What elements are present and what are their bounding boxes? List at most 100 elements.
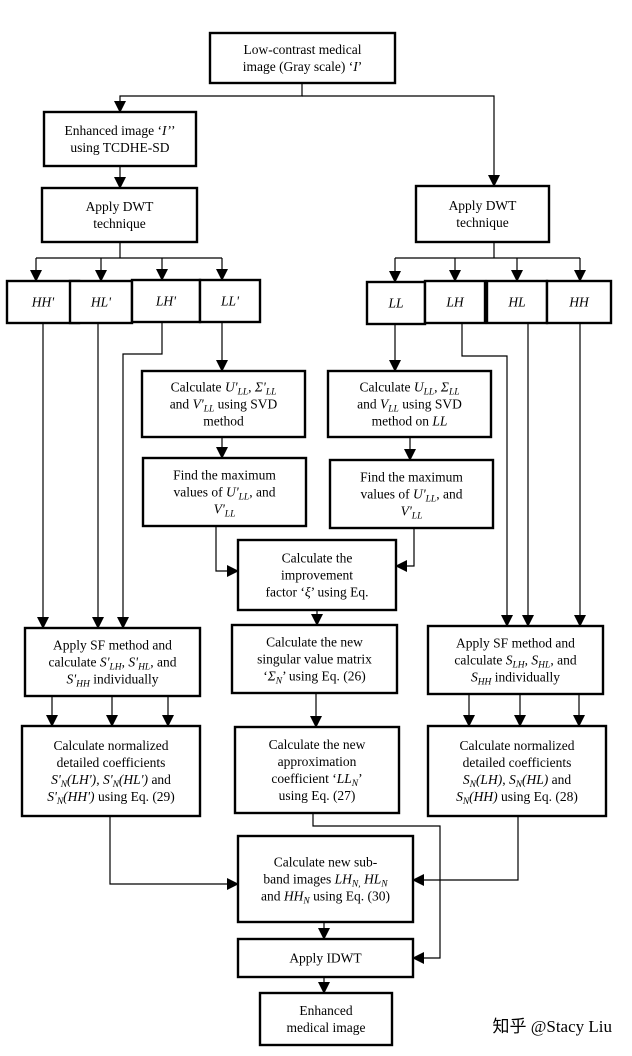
text-segment: S' bbox=[47, 789, 58, 804]
text-segment: S bbox=[471, 669, 478, 684]
text-segment: Apply SF method and bbox=[53, 637, 172, 652]
text-segment: using TCDHE-SD bbox=[70, 140, 169, 155]
node-text-line: ‘ΣN’ using Eq. (26) bbox=[263, 668, 366, 686]
edge-approx-idwt bbox=[312, 813, 441, 964]
node-text-line: SHH individually bbox=[471, 669, 560, 687]
text-segment: S' bbox=[67, 671, 78, 686]
text-segment: V bbox=[380, 396, 390, 411]
node-text-line: medical image bbox=[286, 1020, 365, 1035]
text-segment: HL bbox=[537, 660, 550, 670]
text-segment: LL bbox=[423, 387, 435, 397]
text-segment: (HH) bbox=[469, 789, 498, 804]
node-text-line: technique bbox=[456, 215, 508, 230]
text-segment: ‘ bbox=[263, 668, 268, 683]
node-box bbox=[230, 623, 399, 695]
text-segment: LH bbox=[109, 662, 123, 672]
node-text-line: method bbox=[203, 413, 244, 428]
text-segment: approximation bbox=[278, 754, 357, 769]
node-text-line: singular value matrix bbox=[257, 651, 372, 666]
node-text-line: Apply IDWT bbox=[289, 950, 362, 965]
text-segment: and bbox=[357, 396, 380, 411]
text-segment: Find the maximum bbox=[360, 469, 463, 484]
text-segment: HH bbox=[477, 677, 493, 687]
edge-max-right-improvement bbox=[395, 528, 415, 572]
text-segment: and bbox=[548, 772, 571, 787]
node-box bbox=[20, 724, 202, 818]
node-box bbox=[326, 369, 493, 439]
text-segment: , and bbox=[550, 652, 576, 667]
text-segment: LH bbox=[512, 660, 526, 670]
text-segment: HH bbox=[75, 679, 91, 689]
text-segment: N bbox=[56, 797, 64, 807]
text-segment: ξ bbox=[305, 584, 311, 599]
text-segment: V' bbox=[401, 503, 413, 518]
node-band-hh: HH bbox=[545, 279, 613, 325]
node-text-line: V'LL bbox=[401, 503, 423, 521]
text-segment: (HH') bbox=[63, 789, 95, 804]
node-box bbox=[423, 279, 487, 325]
text-segment: S bbox=[463, 772, 470, 787]
text-segment: detailed coefficients bbox=[463, 755, 572, 770]
text-segment: HL bbox=[137, 662, 150, 672]
text-segment: , and bbox=[249, 484, 275, 499]
text-segment: U' bbox=[226, 484, 240, 499]
node-box bbox=[140, 369, 307, 439]
text-segment: N bbox=[302, 896, 310, 906]
node-box bbox=[236, 937, 415, 979]
edge-max-left-improvement bbox=[215, 526, 239, 577]
node-text-line: Find the maximum bbox=[173, 467, 276, 482]
node-text-line: improvement bbox=[281, 567, 353, 582]
text-segment: HL bbox=[507, 294, 525, 309]
text-segment: (LH) bbox=[476, 772, 503, 787]
node-band-hh-prime: HH' bbox=[5, 279, 81, 325]
text-segment: Apply DWT bbox=[86, 199, 155, 214]
text-segment: values of bbox=[174, 484, 226, 499]
node-text-line: Find the maximum bbox=[360, 469, 463, 484]
node-text-line: calculate S'LH, S'HL, and bbox=[49, 654, 177, 672]
node-text-line: values of U'LL, and bbox=[361, 486, 463, 504]
node-box bbox=[141, 456, 308, 528]
text-segment: detailed coefficients bbox=[57, 755, 166, 770]
text-segment: , bbox=[248, 379, 255, 394]
text-segment: N, bbox=[351, 879, 361, 889]
node-box bbox=[42, 110, 198, 168]
text-segment: ’ bbox=[358, 59, 363, 74]
text-segment: Σ bbox=[440, 379, 449, 394]
text-segment: improvement bbox=[281, 567, 353, 582]
text-segment: using Eq. (29) bbox=[95, 789, 175, 804]
edge-lh-prime-sf bbox=[117, 322, 163, 629]
text-segment: technique bbox=[456, 215, 508, 230]
text-segment: N bbox=[351, 779, 359, 789]
text-segment: LL bbox=[425, 494, 437, 504]
text-segment: factor ‘ bbox=[265, 584, 304, 599]
node-box bbox=[198, 278, 262, 324]
node-text-line: S'HH individually bbox=[67, 671, 159, 689]
node-text-line: LH bbox=[445, 294, 465, 309]
text-segment: Apply IDWT bbox=[289, 950, 362, 965]
node-text-line: values of U'LL, and bbox=[174, 484, 276, 502]
node-idwt: Apply IDWT bbox=[236, 937, 415, 979]
text-segment: Apply DWT bbox=[449, 198, 518, 213]
edge-norm-right-subband bbox=[412, 816, 519, 886]
node-text-line: Calculate normalized bbox=[53, 738, 168, 753]
node-box bbox=[236, 834, 415, 924]
text-segment: band images bbox=[263, 871, 334, 886]
text-segment: N bbox=[515, 780, 523, 790]
text-segment: and bbox=[170, 396, 193, 411]
node-text-line: method on LL bbox=[372, 413, 448, 428]
node-text-line: Calculate ULL, ΣLL bbox=[359, 379, 459, 397]
watermark: 知乎 @Stacy Liu bbox=[492, 1017, 612, 1036]
text-segment: (HL) bbox=[522, 772, 549, 787]
text-segment: ’ bbox=[171, 123, 176, 138]
text-segment: using SVD bbox=[214, 396, 277, 411]
node-text-line: V'LL bbox=[214, 501, 236, 519]
text-segment: S bbox=[506, 652, 513, 667]
node-text-line: Calculate new sub- bbox=[274, 854, 378, 869]
text-segment: LL bbox=[448, 387, 460, 397]
node-box bbox=[68, 279, 134, 325]
text-segment: N bbox=[60, 780, 68, 790]
text-segment: Low-contrast medical bbox=[243, 42, 361, 57]
